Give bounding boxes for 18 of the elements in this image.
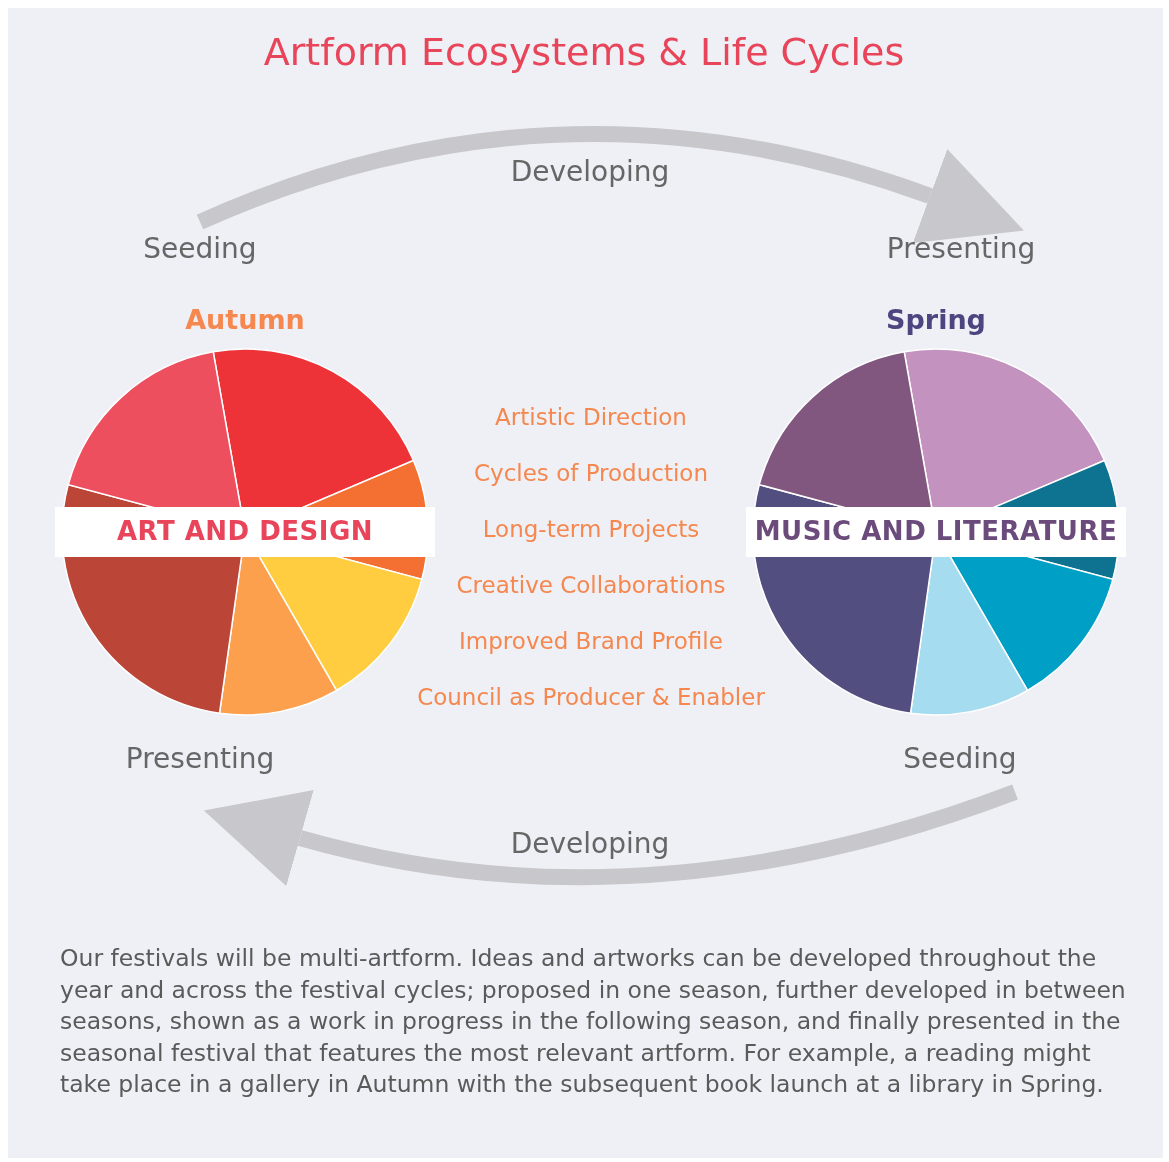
list-item: Cycles of Production [474, 460, 708, 486]
caption: Our festivals will be multi-artform. Ideas and artworks can be developed throughout the year and across the festival cycles; proposed in one season, further developed in between seasons, shown as a work in progress in the following season, and finally presented in the seasonal festival that features the most relevant artform. For example, a reading might take place in a gallery in Autumn with the subsequent book launch at a library in Spring. [60, 943, 1127, 1100]
season-heading: Spring [886, 304, 986, 335]
season-heading: Autumn [185, 304, 305, 335]
stage-label: Presenting [886, 232, 1036, 265]
list-item: Improved Brand Profile [459, 628, 723, 654]
band-label: MUSIC AND LITERATURE [754, 516, 1118, 546]
stage-label: Seeding [903, 742, 1017, 775]
title: Artform Ecosystems & Life Cycles [263, 30, 905, 74]
curved-arrow [203, 784, 1018, 887]
stage-label: Seeding [143, 232, 257, 265]
list-item: Long-term Projects [482, 516, 700, 542]
list-item: Artistic Direction [495, 404, 687, 430]
stage-label: Presenting [125, 742, 275, 775]
band-label: ART AND DESIGN [116, 516, 374, 546]
curved-arrow [196, 126, 1025, 244]
list-item: Council as Producer & Enabler [417, 684, 765, 710]
list-item: Creative Collaborations [456, 572, 726, 598]
